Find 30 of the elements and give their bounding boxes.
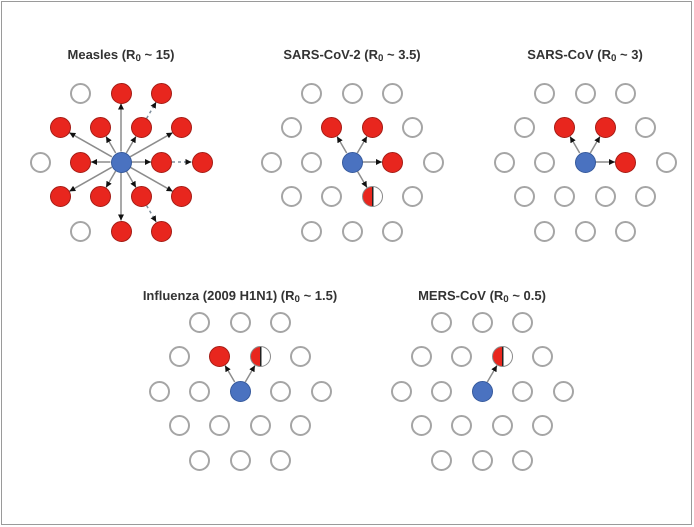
arrow (69, 166, 112, 192)
arrow (91, 159, 110, 165)
arrow (130, 166, 173, 192)
arrow (356, 170, 368, 188)
arrow (224, 365, 236, 382)
arrow (590, 136, 601, 154)
panel-title: MERS-CoV (R$_{0}$ ~ 0.5) (418, 289, 546, 302)
arrow (356, 136, 368, 154)
arrow (132, 159, 151, 165)
panel-title: SARS-CoV-2 (R$_{0}$ ~ 3.5) (283, 48, 421, 61)
arrow (146, 102, 157, 119)
panel-title: Influenza (2009 H1N1) (R$_{0}$ ~ 1.5) (142, 289, 338, 302)
arrow (69, 132, 112, 158)
arrow (172, 159, 192, 165)
arrow (486, 365, 498, 382)
arrow (105, 170, 116, 188)
arrow (126, 170, 137, 188)
arrow (118, 104, 124, 152)
panel-title: Measles (R$_{0}$ ~ 15) (68, 48, 174, 61)
arrow (596, 159, 615, 165)
arrow (336, 136, 348, 154)
arrow (130, 132, 173, 158)
arrow (362, 159, 382, 165)
panel-title: SARS-CoV (R$_{0}$ ~ 3) (527, 48, 643, 61)
arrow (146, 205, 157, 222)
arrow (569, 136, 580, 154)
arrow (105, 136, 116, 154)
arrow (126, 136, 137, 154)
arrow (244, 365, 256, 382)
arrow (118, 172, 124, 220)
